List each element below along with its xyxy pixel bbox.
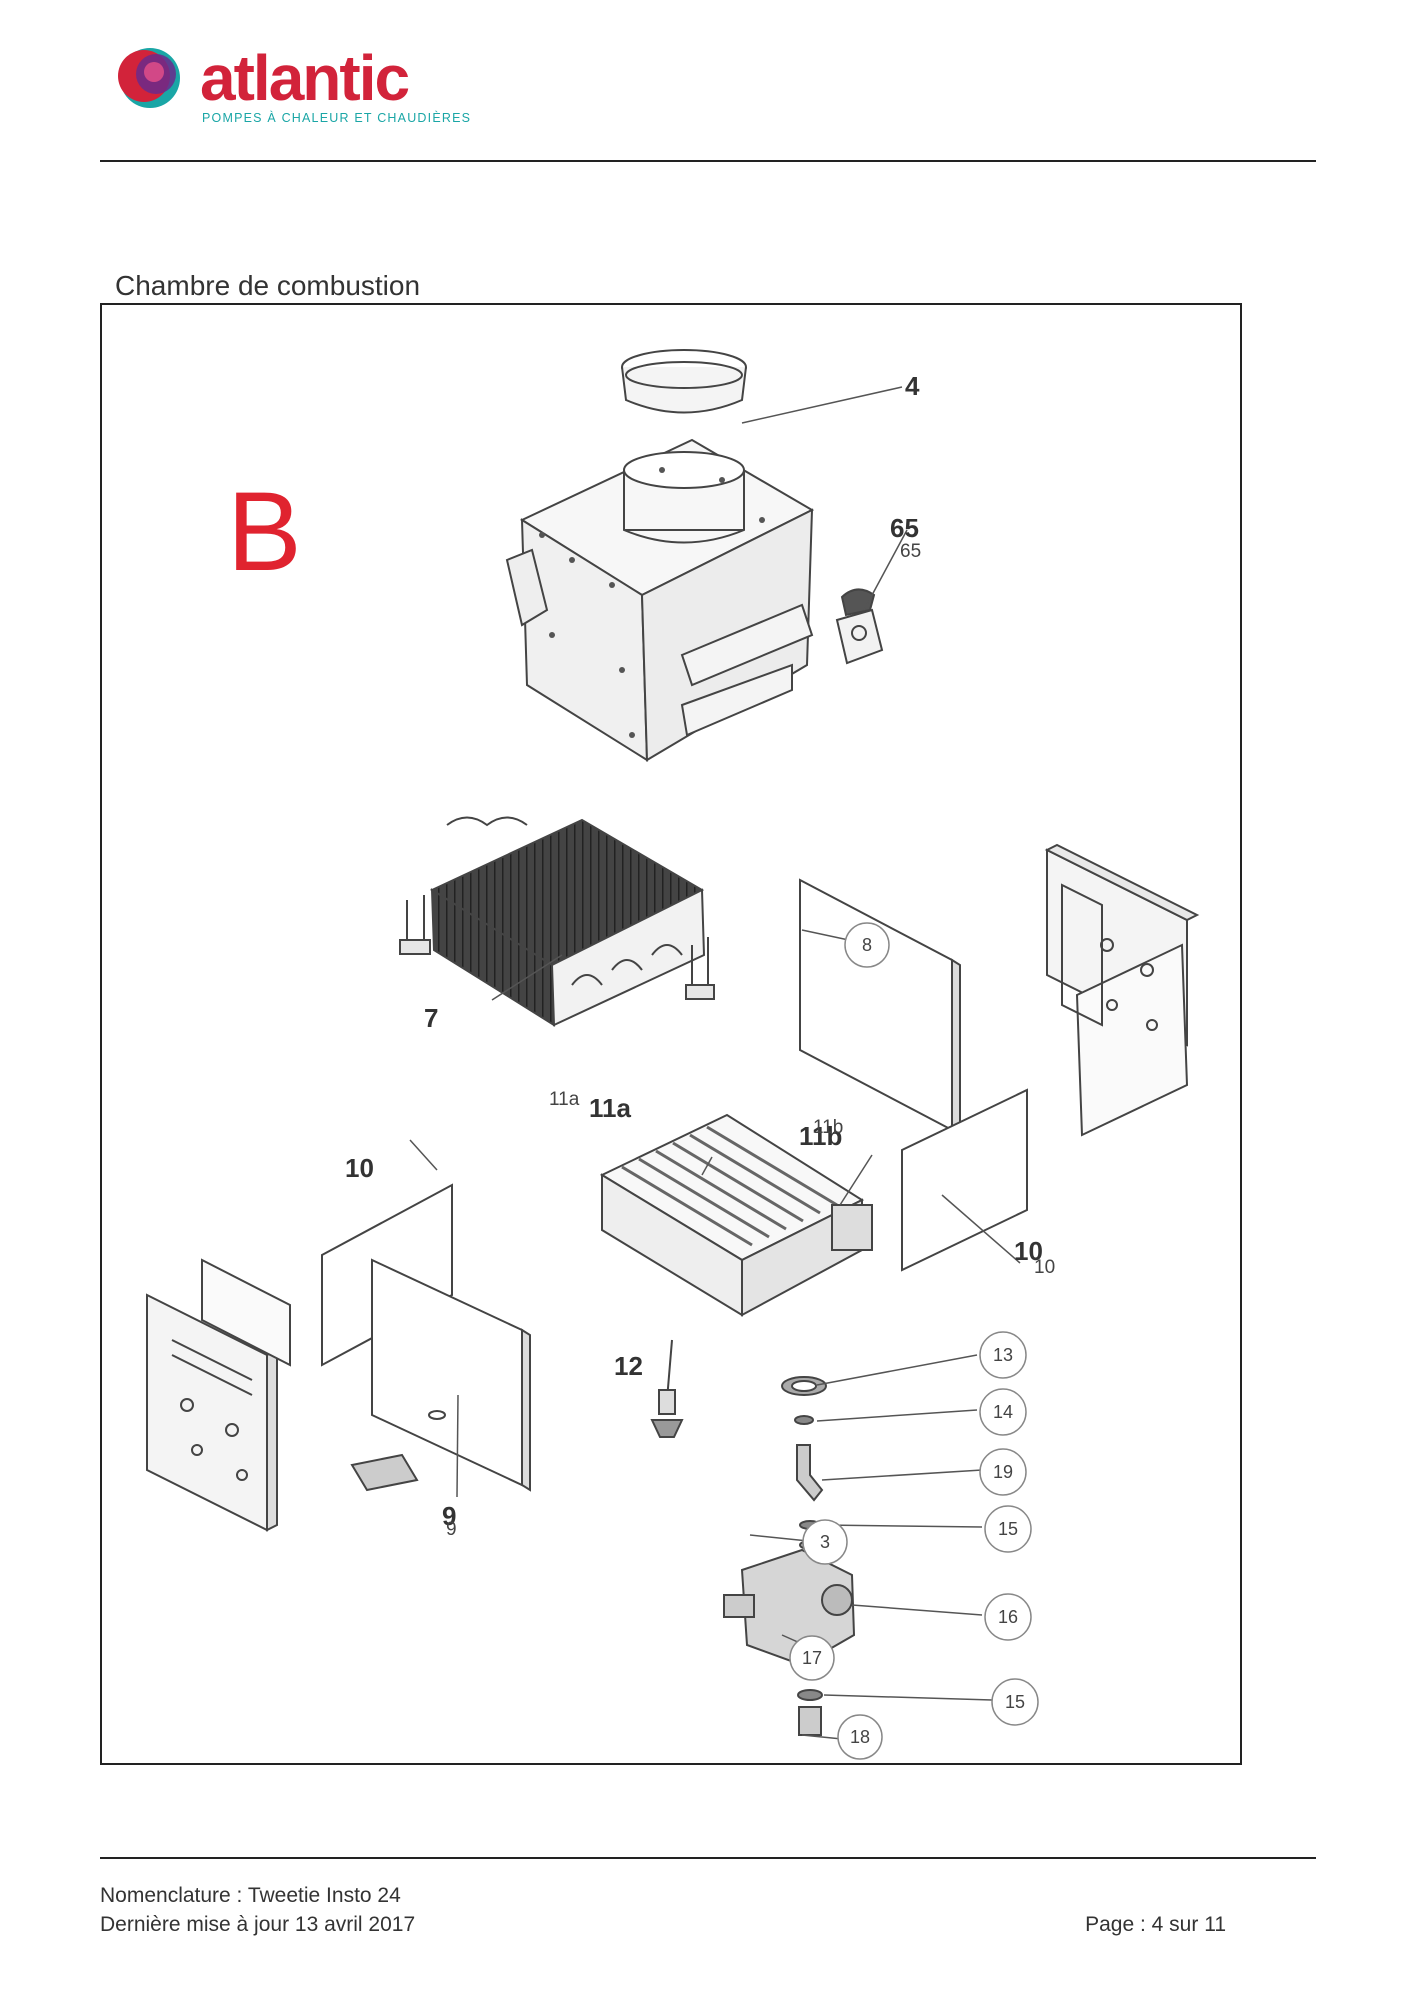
callout-circle-8 — [844, 922, 890, 968]
left-side-panel-frame — [146, 1258, 291, 1532]
callout-10-left: 10 — [345, 1153, 374, 1183]
gas-valve-assembly — [723, 1376, 856, 1736]
footer-last-update: Dernière mise à jour 13 avril 2017 — [100, 1913, 416, 1936]
right-side-panel-frame — [1044, 843, 1200, 1137]
callout-circle-15b — [991, 1678, 1039, 1726]
part-8-rear-insulation-panel — [799, 878, 961, 1137]
logo-text: atlantic — [200, 42, 408, 114]
section-letter: B — [227, 469, 302, 594]
callout-11a: 11a — [589, 1093, 631, 1123]
part-9-front-insulation-panel — [350, 1258, 531, 1492]
callout-3: 3 — [820, 1532, 830, 1552]
callout-7: 7 — [424, 1003, 438, 1033]
callout-10-right-small: 10 — [1034, 1257, 1055, 1278]
part-65-safety-thermostat — [835, 588, 884, 665]
callout-circle-19 — [979, 1448, 1027, 1496]
combustion-chamber-exploded-diagram: B — [146, 349, 1200, 1760]
part-7-heat-exchanger — [399, 816, 715, 1027]
callout-circle-3 — [802, 1519, 848, 1565]
callout-circle-18 — [837, 1714, 883, 1760]
callout-11a-small: 11a — [549, 1089, 580, 1110]
callout-16: 16 — [998, 1607, 1018, 1627]
section-title: Chambre de combustion — [115, 270, 421, 301]
callout-12: 12 — [614, 1351, 643, 1381]
callout-4: 4 — [905, 371, 920, 401]
exploded-diagram-frame: B — [100, 303, 1242, 1765]
callout-14: 14 — [993, 1402, 1013, 1422]
callout-9: 9 — [442, 1501, 456, 1531]
callout-15b: 15 — [1005, 1692, 1025, 1712]
callout-8: 8 — [862, 935, 872, 955]
atlantic-logo: atlantic POMPES À CHALEUR ET CHAUDIÈRES — [118, 42, 471, 125]
part-11-burner — [599, 1113, 873, 1317]
callout-circle-13 — [979, 1331, 1027, 1379]
callout-13: 13 — [993, 1345, 1013, 1365]
footer-page-number: Page : 4 sur 11 — [1085, 1913, 1226, 1936]
callout-65: 65 — [890, 513, 919, 543]
callout-circle-15a — [984, 1505, 1032, 1553]
callout-11b-small: 11b — [813, 1117, 843, 1138]
footer-divider — [100, 1857, 1316, 1859]
logo-tagline: POMPES À CHALEUR ET CHAUDIÈRES — [202, 110, 471, 125]
combustion-hood — [505, 438, 815, 762]
callout-17: 17 — [802, 1648, 822, 1668]
callout-11b: 11b — [799, 1121, 842, 1151]
part-4-flue-ring — [621, 349, 747, 414]
callout-9-small: 9 — [446, 1519, 457, 1540]
callout-circle-17 — [789, 1635, 835, 1681]
header-divider — [100, 160, 1316, 162]
leader-lines — [409, 386, 1021, 1741]
callout-10-right: 10 — [1014, 1236, 1043, 1266]
footer-nomenclature: Nomenclature : Tweetie Insto 24 — [100, 1884, 401, 1907]
callout-18: 18 — [850, 1727, 870, 1747]
logo-mark-icon — [118, 48, 180, 108]
callout-19: 19 — [993, 1462, 1013, 1482]
part-12-ignition-electrode — [650, 1339, 684, 1438]
callout-circle-16 — [984, 1593, 1032, 1641]
callout-circle-14 — [979, 1388, 1027, 1436]
callout-15a: 15 — [998, 1519, 1018, 1539]
callout-65-small: 65 — [900, 541, 921, 562]
part-10-right-insulation-panel — [901, 1088, 1028, 1272]
